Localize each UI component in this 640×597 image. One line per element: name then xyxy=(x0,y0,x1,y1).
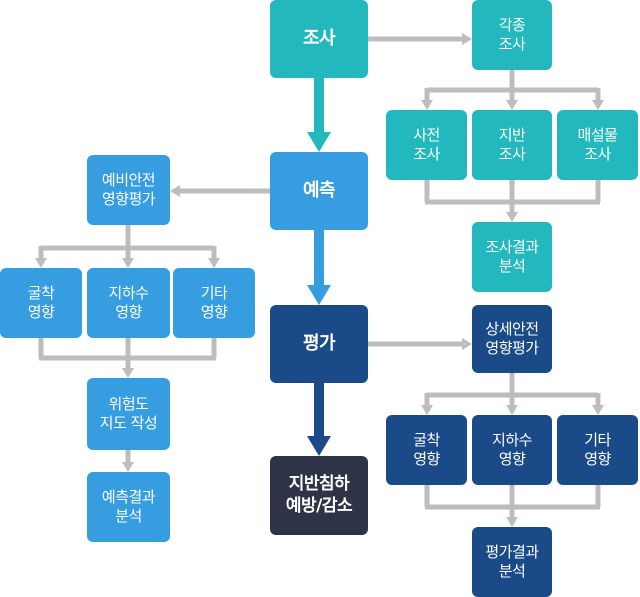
node-other-right: 기타 영향 xyxy=(557,415,638,485)
node-risk-map: 위험도 지도 작성 xyxy=(87,378,170,450)
node-label: 기타 xyxy=(200,284,228,303)
node-prelim-assessment: 예비안전 영향평가 xyxy=(87,155,170,225)
node-label: 영향 xyxy=(115,303,142,321)
node-label: 기타 xyxy=(584,431,611,450)
node-evaluate-result: 평가결과 분석 xyxy=(472,527,552,597)
arrowhead-detail xyxy=(462,338,472,350)
node-label: 조사 xyxy=(413,145,440,163)
node-label: 위험도 xyxy=(108,395,149,414)
node-label: 영향평가 xyxy=(101,190,156,208)
node-facility-survey: 매설물 조사 xyxy=(557,110,638,180)
arrowhead-other-right xyxy=(592,405,604,415)
arrowhead-excavation-right xyxy=(421,405,433,415)
node-label: 지하수 xyxy=(108,284,149,303)
node-label: 평가결과 xyxy=(485,543,539,562)
node-label: 굴착 xyxy=(413,431,440,450)
node-label: 지반 xyxy=(498,126,526,145)
node-label: 굴착 xyxy=(27,284,55,303)
step-predict: 예측 xyxy=(270,152,368,230)
arrowhead-facility-survey xyxy=(592,100,604,110)
step-prevent-label-line2: 예방/감소 xyxy=(285,495,353,516)
node-label: 영향 xyxy=(498,450,526,468)
node-label: 조사 xyxy=(498,145,526,163)
step-prevent-label-line1: 지반침하 xyxy=(288,474,350,495)
node-label: 분석 xyxy=(498,257,526,275)
node-various-survey: 각종 조사 xyxy=(472,0,552,70)
step-survey-label: 조사 xyxy=(302,27,336,49)
node-other-left: 기타 영향 xyxy=(173,268,255,338)
node-label: 예측결과 xyxy=(101,488,156,507)
step-predict-label: 예측 xyxy=(302,179,336,201)
node-label: 매설물 xyxy=(577,126,618,145)
node-label: 영향 xyxy=(27,303,55,321)
main-arrow-survey-shaft xyxy=(314,78,324,134)
arrowhead-pre-survey xyxy=(421,100,433,110)
arrowhead-map xyxy=(122,368,134,378)
node-excavation-left: 굴착 영향 xyxy=(0,268,82,338)
arrowhead-groundwater-right xyxy=(506,405,518,415)
main-arrowhead-predict xyxy=(307,132,331,152)
node-ground-survey: 지반 조사 xyxy=(472,110,552,180)
node-label: 예비안전 xyxy=(101,171,156,190)
arrowhead-predict-result xyxy=(122,462,134,472)
node-label: 각종 xyxy=(498,16,526,35)
arrowhead-survey-result xyxy=(506,212,518,222)
arrowhead-other-left xyxy=(208,258,220,268)
arrowhead-groundwater-left xyxy=(122,258,134,268)
node-label: 영향평가 xyxy=(485,339,539,357)
node-excavation-right: 굴착 영향 xyxy=(386,415,467,485)
step-evaluate-label: 평가 xyxy=(302,332,336,354)
node-label: 사전 xyxy=(413,126,440,145)
node-label: 영향 xyxy=(584,450,611,468)
node-pre-survey: 사전 조사 xyxy=(386,110,467,180)
node-groundwater-right: 지하수 영향 xyxy=(472,415,552,485)
node-label: 지하수 xyxy=(492,431,532,450)
node-label: 지도 작성 xyxy=(99,414,158,432)
node-label: 영향 xyxy=(413,450,440,468)
step-prevent: 지반침하 예방/감소 xyxy=(270,456,368,535)
node-survey-result: 조사결과 분석 xyxy=(472,222,552,292)
node-label: 분석 xyxy=(498,562,526,580)
node-label: 조사 xyxy=(584,145,611,163)
main-arrowhead-evaluate xyxy=(307,285,331,305)
arrowhead-excavation-left xyxy=(35,258,47,268)
step-evaluate: 평가 xyxy=(270,305,368,383)
step-survey: 조사 xyxy=(270,0,368,78)
node-label: 조사 xyxy=(498,35,526,53)
node-label: 영향 xyxy=(200,303,228,321)
node-groundwater-left: 지하수 영향 xyxy=(87,268,170,338)
arrowhead-prelim xyxy=(170,185,180,197)
main-arrowhead-prevent xyxy=(307,436,331,456)
arrowhead-various xyxy=(462,33,472,45)
node-predict-result: 예측결과 분석 xyxy=(87,472,170,542)
arrowhead-evaluate-result xyxy=(506,517,518,527)
node-label: 분석 xyxy=(115,507,142,525)
main-arrow-predict-shaft xyxy=(314,230,324,287)
node-label: 상세안전 xyxy=(485,320,539,339)
main-arrow-evaluate-shaft xyxy=(314,383,324,438)
node-detail-assessment: 상세안전 영향평가 xyxy=(472,305,552,373)
arrowhead-ground-survey xyxy=(506,100,518,110)
node-label: 조사결과 xyxy=(485,238,539,257)
